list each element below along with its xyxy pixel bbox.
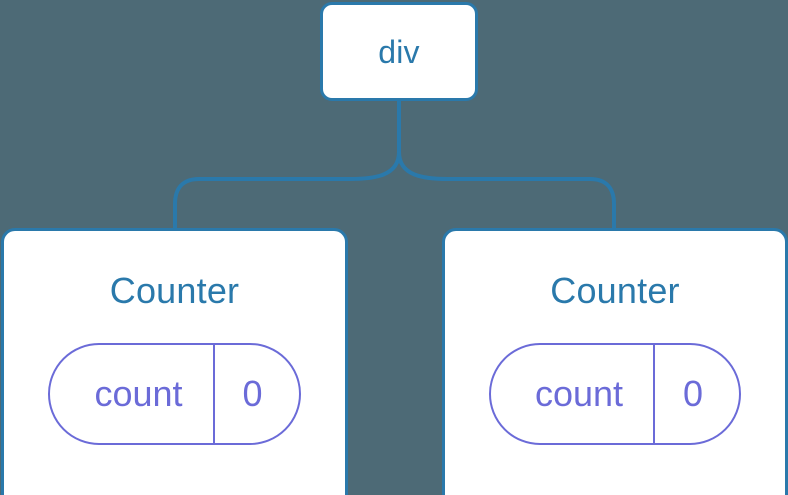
state-pill-count[interactable]: count 0 bbox=[48, 343, 301, 445]
connector-branch-left bbox=[173, 150, 401, 234]
node-root-label: div bbox=[378, 33, 420, 70]
state-value-label: 0 bbox=[683, 373, 704, 414]
component-name-label: Counter bbox=[109, 270, 240, 311]
state-value-label: 0 bbox=[242, 373, 263, 414]
state-pill-count[interactable]: count 0 bbox=[488, 343, 742, 445]
node-component-counter-1[interactable]: Counter count 0 bbox=[442, 228, 788, 495]
state-key-label: count bbox=[491, 345, 656, 443]
node-component-counter-0[interactable]: Counter count 0 bbox=[1, 228, 348, 495]
state-key-label: count bbox=[50, 345, 215, 443]
connector-branch-right bbox=[397, 150, 616, 234]
node-root-div[interactable]: div bbox=[320, 2, 478, 101]
component-name-label: Counter bbox=[550, 270, 680, 311]
